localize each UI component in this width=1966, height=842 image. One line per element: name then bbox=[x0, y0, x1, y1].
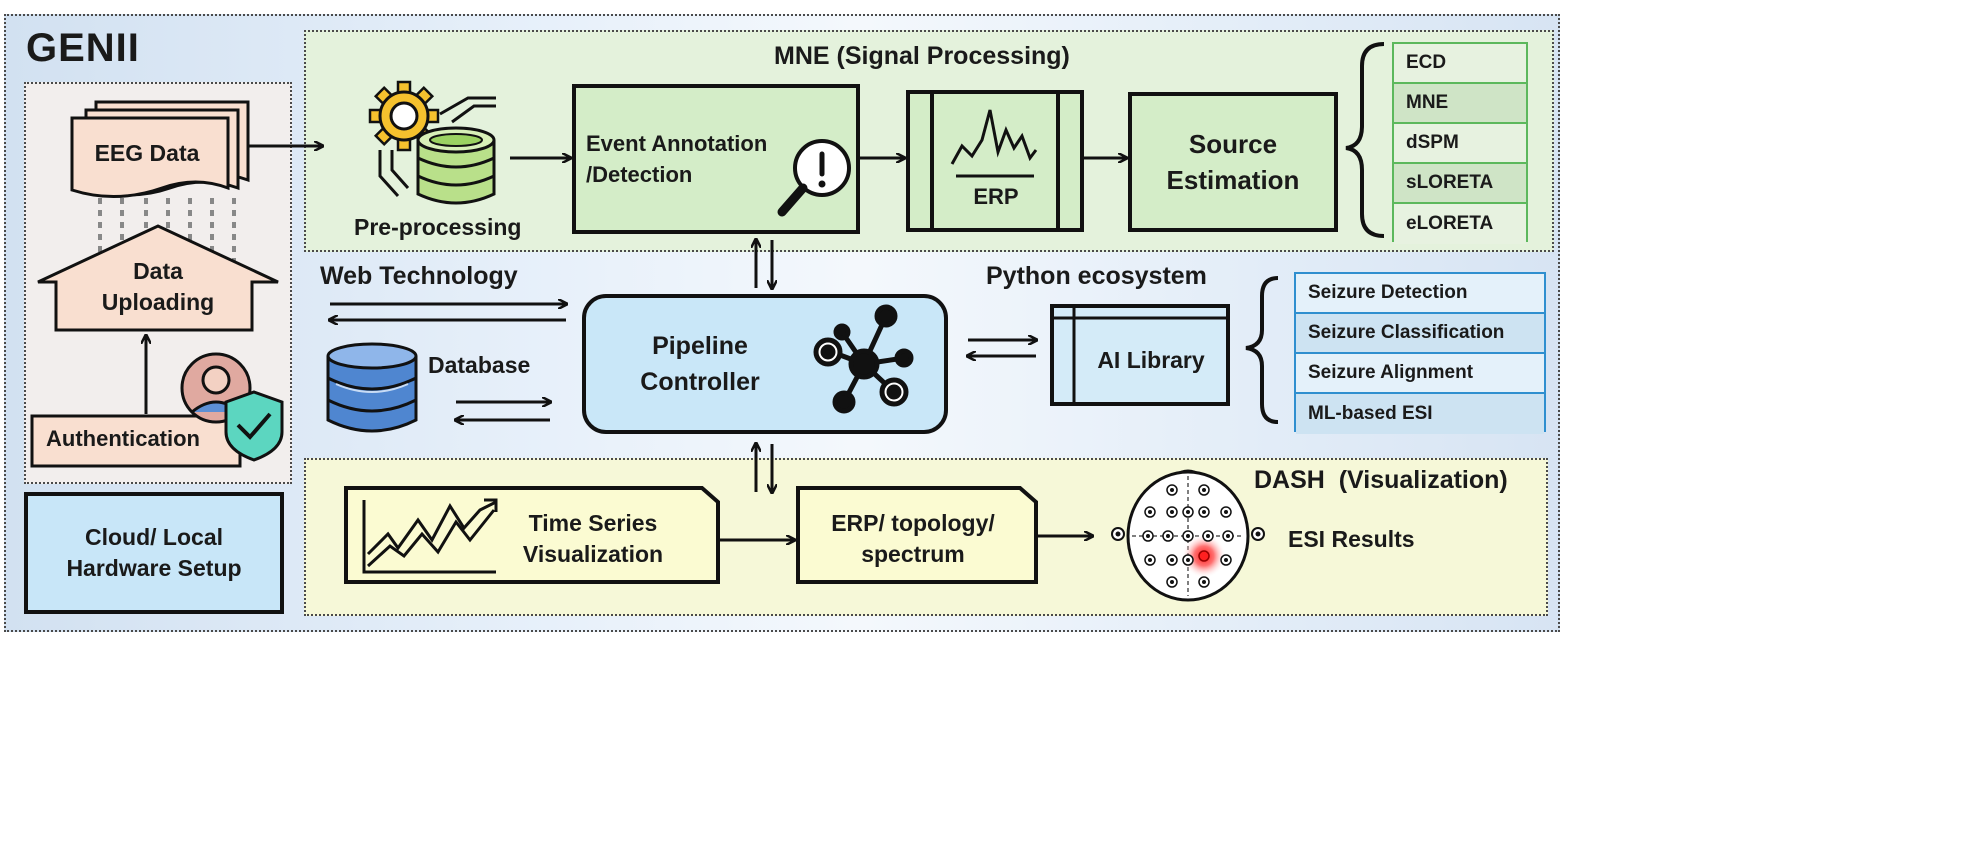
ai-task-item: Seizure Classification bbox=[1296, 314, 1544, 354]
data-uploading-line-2: Uploading bbox=[101, 289, 215, 315]
database-label: Database bbox=[428, 352, 531, 378]
web-arrows bbox=[330, 304, 566, 320]
user-shield-icon bbox=[180, 352, 284, 462]
network-hub-icon bbox=[813, 304, 914, 414]
database-icon bbox=[326, 342, 418, 433]
ai-tasks-list: Seizure Detection Seizure Classification… bbox=[1294, 272, 1546, 434]
diagram-title: GENII bbox=[26, 26, 140, 70]
trend-chart-icon bbox=[362, 498, 498, 574]
erp-label: ERP bbox=[973, 184, 1019, 209]
ai-task-item: Seizure Alignment bbox=[1296, 354, 1544, 394]
pipeline-controller-label: Pipeline Controller bbox=[610, 326, 790, 402]
method-item: MNE bbox=[1394, 84, 1526, 124]
preprocessing-database-icon bbox=[378, 96, 496, 205]
mne-panel-title: MNE (Signal Processing) bbox=[774, 42, 1070, 70]
authentication-label: Authentication bbox=[46, 426, 200, 451]
event-annotation-label: Event Annotation /Detection bbox=[586, 128, 767, 190]
method-item: dSPM bbox=[1394, 124, 1526, 164]
ai-library-label: AI Library bbox=[1097, 346, 1205, 373]
diagram-graphics bbox=[30, 42, 1385, 602]
ai-task-item: Seizure Detection bbox=[1296, 274, 1544, 314]
ai-brace bbox=[1245, 276, 1279, 424]
event-line-2: /Detection bbox=[586, 162, 693, 187]
event-line-1: Event Annotation bbox=[586, 131, 768, 156]
source-estimation-box bbox=[1128, 92, 1338, 232]
erp-topology-label: ERP/ topology/ spectrum bbox=[806, 506, 1020, 572]
methods-list: ECD MNE dSPM sLORETA eLORETA bbox=[1392, 42, 1528, 244]
time-series-box bbox=[344, 486, 720, 584]
data-uploading-shape bbox=[37, 224, 279, 332]
magnifier-alert-icon bbox=[777, 139, 851, 217]
source-estimation-label: Source Estimation bbox=[1134, 124, 1332, 200]
web-technology-label: Web Technology bbox=[320, 262, 518, 290]
cloud-line-1: Cloud/ Local bbox=[85, 524, 223, 550]
eeg-data-icon bbox=[70, 100, 250, 198]
erp-topology-line-1: ERP/ topology/ bbox=[831, 510, 995, 536]
erp-box bbox=[906, 90, 1084, 232]
time-series-line-2: Visualization bbox=[522, 541, 664, 567]
erp-topology-line-2: spectrum bbox=[861, 541, 965, 567]
method-item: sLORETA bbox=[1394, 164, 1526, 204]
diagram-canvas: GENII Cloud/ Local Hardware Setup bbox=[4, 14, 1560, 632]
erp-topology-box bbox=[796, 486, 1038, 584]
source-line-2: Estimation bbox=[1166, 165, 1300, 195]
mne-pipeline-arrows bbox=[756, 240, 772, 288]
esi-results-label: ESI Results bbox=[1288, 526, 1415, 552]
gear-icon bbox=[368, 80, 440, 152]
time-series-line-1: Time Series bbox=[528, 510, 658, 536]
method-item: ECD bbox=[1394, 44, 1526, 84]
cloud-hardware-box: Cloud/ Local Hardware Setup bbox=[24, 492, 284, 614]
dash-pipeline-arrows bbox=[756, 444, 772, 492]
ai-task-item: ML-based ESI bbox=[1296, 394, 1544, 434]
data-uploading-label: Data Uploading bbox=[60, 254, 256, 320]
method-item: eLORETA bbox=[1394, 204, 1526, 244]
methods-brace bbox=[1345, 42, 1385, 238]
ai-arrows bbox=[968, 340, 1036, 356]
preprocessing-label: Pre-processing bbox=[354, 214, 522, 240]
source-line-1: Source bbox=[1188, 129, 1278, 159]
cloud-line-2: Hardware Setup bbox=[66, 555, 242, 581]
database-arrows bbox=[456, 402, 550, 420]
pipeline-line-2: Controller bbox=[640, 368, 760, 396]
python-ecosystem-label: Python ecosystem bbox=[986, 262, 1207, 290]
ai-library-box bbox=[1050, 304, 1230, 406]
dash-panel-title: DASH (Visualization) bbox=[1254, 466, 1508, 494]
head-topography-icon bbox=[1111, 469, 1265, 602]
data-uploading-line-1: Data bbox=[133, 258, 183, 284]
pipeline-controller-box bbox=[582, 294, 948, 434]
time-series-label: Time Series Visualization bbox=[508, 506, 678, 572]
eeg-data-label: EEG Data bbox=[94, 139, 200, 166]
pipeline-line-1: Pipeline bbox=[652, 332, 748, 360]
